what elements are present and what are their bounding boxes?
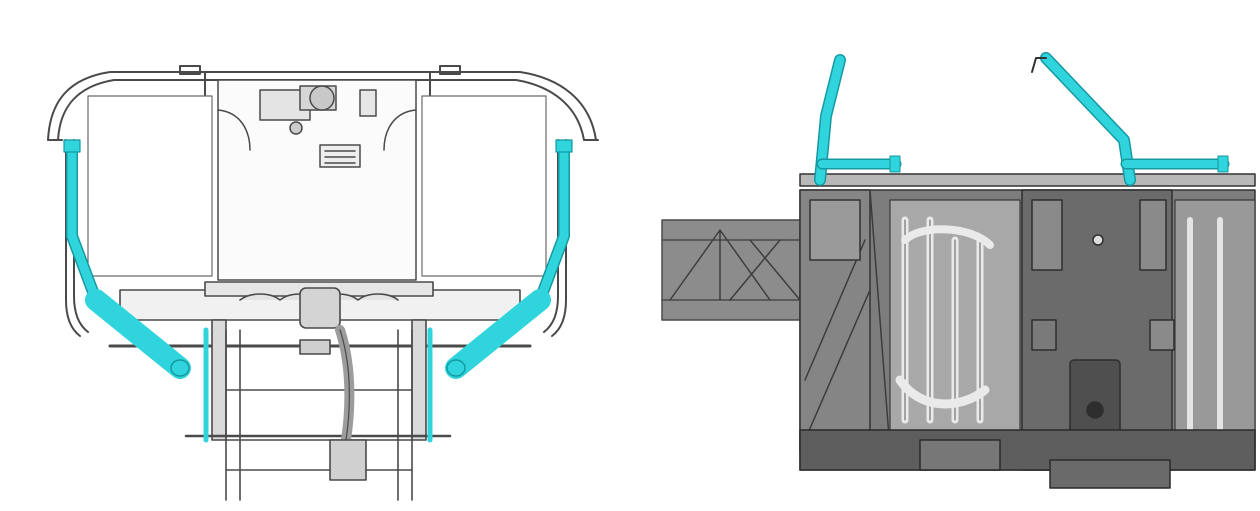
- front-view-drawing: [47, 65, 599, 501]
- exhaust-pipe-left: [63, 139, 191, 379]
- exhaust-stack-rear: [1031, 52, 1230, 186]
- top-rail: [799, 173, 1256, 187]
- boom-arm: [661, 219, 803, 321]
- front-view-panel: [47, 65, 599, 501]
- exhaust-stack-front: [814, 54, 902, 186]
- side-view-drawing: [661, 52, 1256, 489]
- canopy-frame: [47, 65, 599, 141]
- right-frame: [1174, 199, 1256, 451]
- rear-door: [1021, 189, 1175, 471]
- exhaust-downpipes: [203, 327, 433, 443]
- side-panels: [87, 95, 547, 277]
- base-skid: [799, 429, 1256, 489]
- side-view-panel: [630, 0, 1260, 511]
- exhaust-pipe-right: [445, 139, 573, 379]
- engine-block: [239, 287, 399, 481]
- engine-bay: [889, 199, 1021, 441]
- rear-panel: [217, 79, 417, 281]
- frame-posts: [65, 139, 567, 337]
